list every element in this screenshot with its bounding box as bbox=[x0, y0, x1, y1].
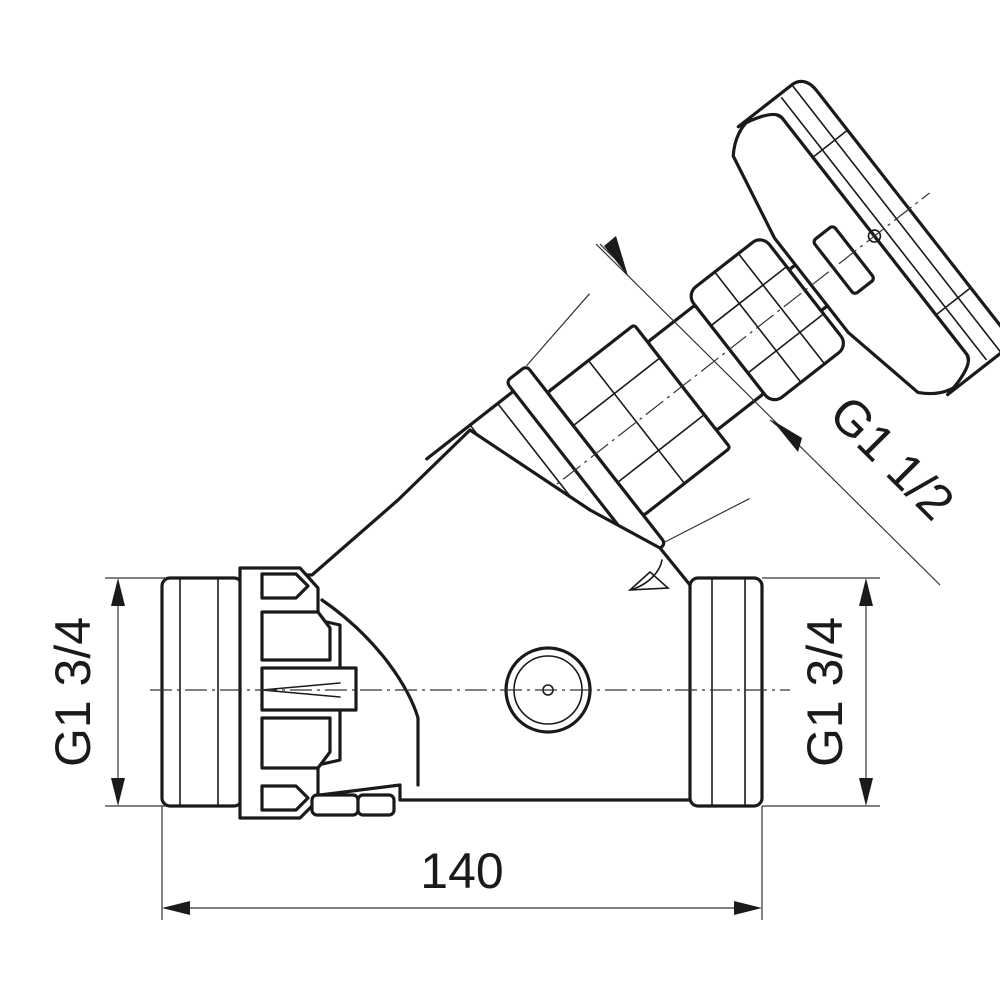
left-port-label: G1 3/4 bbox=[45, 617, 101, 767]
bonnet-thread-label: G1 1/2 bbox=[819, 385, 965, 531]
overall-length-label: 140 bbox=[420, 843, 503, 899]
right-port-label: G1 3/4 bbox=[797, 617, 853, 767]
dimension-left-port: G1 3/4 bbox=[45, 577, 165, 807]
dimension-right-port: G1 3/4 bbox=[762, 577, 880, 807]
valve-body bbox=[150, 428, 790, 820]
dimension-overall-length: 140 bbox=[161, 806, 763, 920]
